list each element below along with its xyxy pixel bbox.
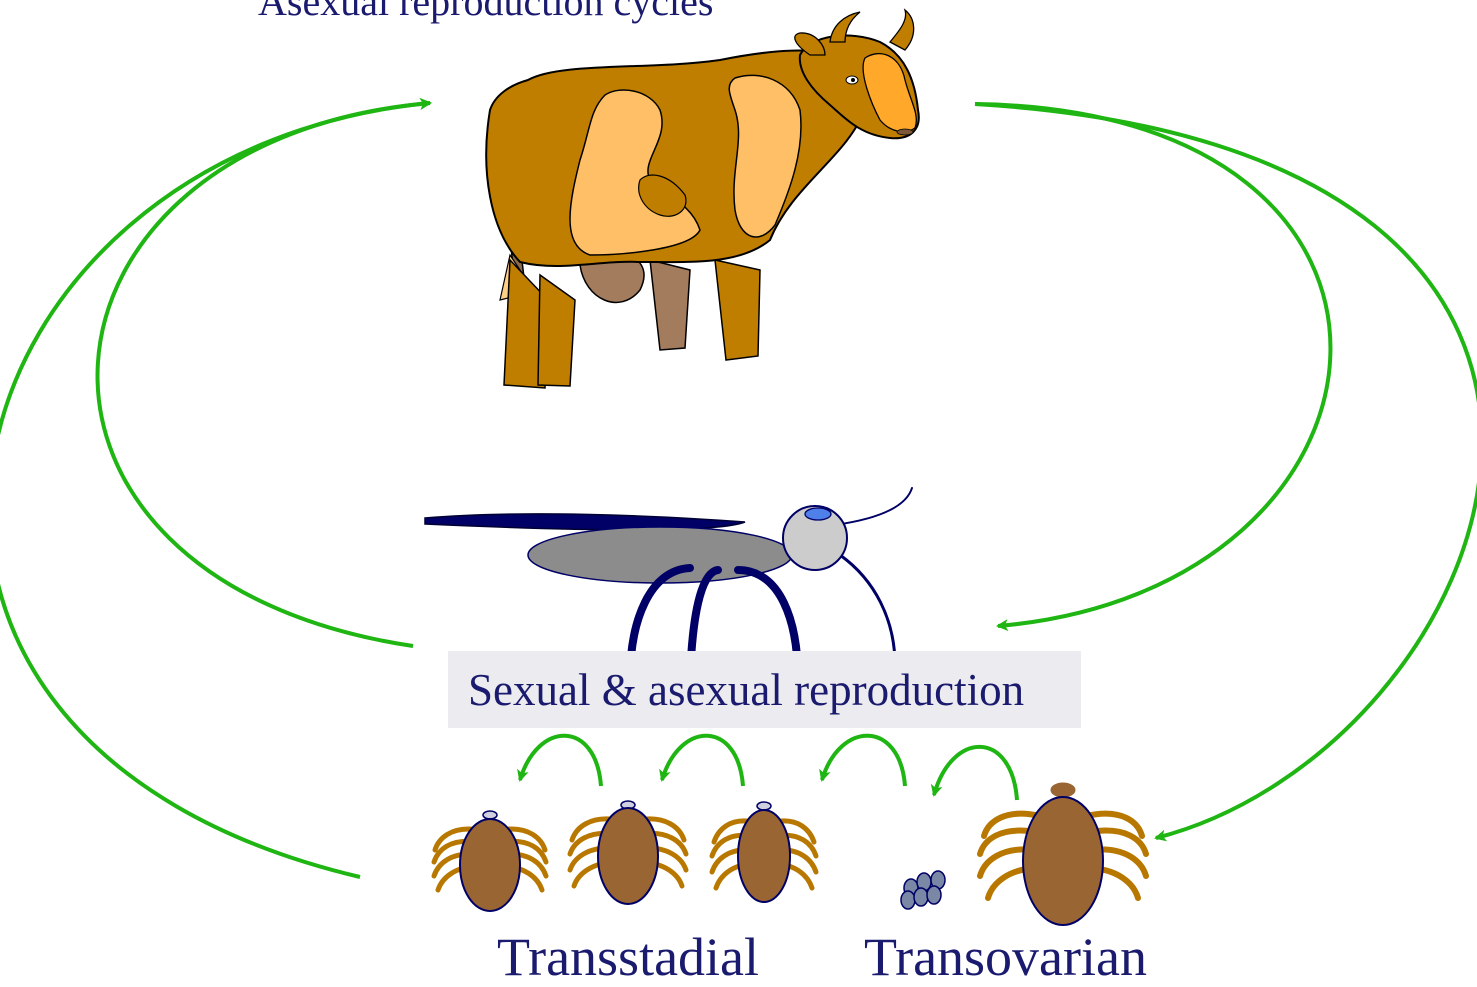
transovarian-label: Transovarian <box>864 930 1147 984</box>
egg-cluster-icon <box>901 871 945 909</box>
stage-arrow-1 <box>520 736 601 786</box>
sexual-asexual-label: Sexual & asexual reproduction <box>468 668 1024 713</box>
stage-arrow-3 <box>822 736 905 786</box>
arrow-tick-to-cow <box>0 103 430 877</box>
tick-stage-3 <box>712 802 816 902</box>
transstadial-label: Transstadial <box>497 930 759 984</box>
tick-adult <box>980 783 1146 925</box>
arrow-vector-to-cow <box>98 103 430 646</box>
stage-arrow-2 <box>662 736 743 786</box>
arrow-cow-to-vector <box>975 104 1330 626</box>
tick-stage-1 <box>434 811 546 911</box>
stage-arrows <box>520 736 1017 800</box>
stage-arrow-4 <box>934 747 1017 800</box>
asexual-cycles-label: Asexual reproduction cycles <box>258 0 713 22</box>
cow-icon <box>486 10 919 388</box>
tick-stage-2 <box>570 801 686 904</box>
